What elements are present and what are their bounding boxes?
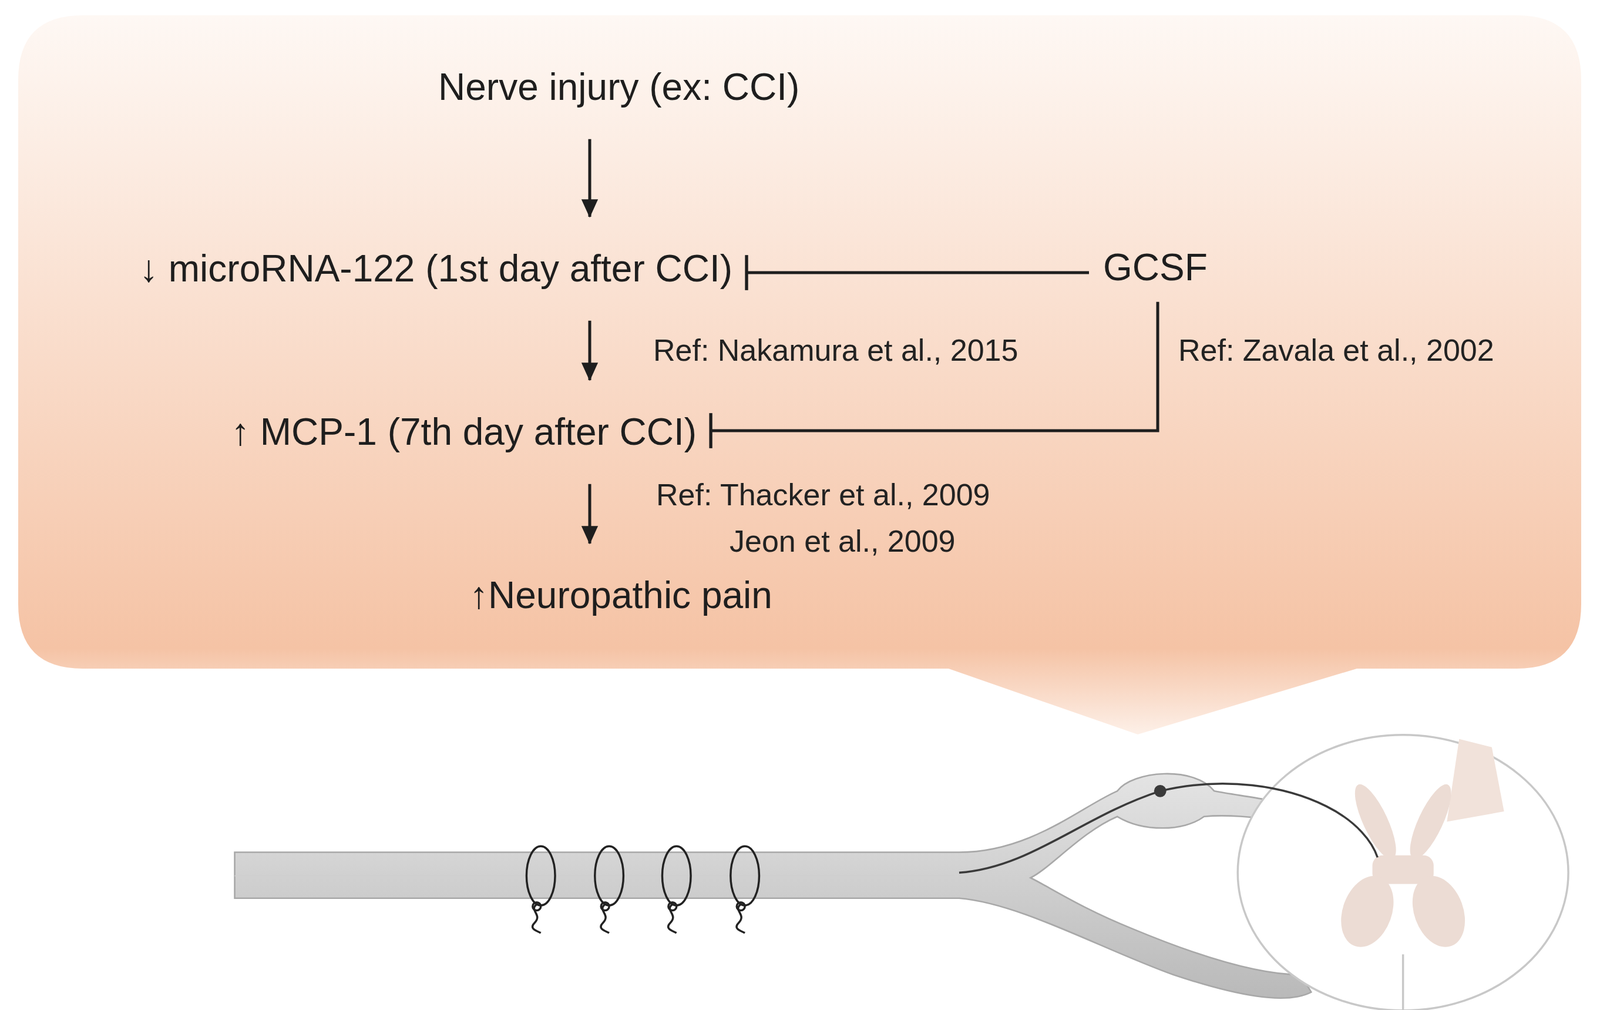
pathway-step: ↑ MCP-1 (7th day after CCI): [216, 397, 711, 467]
node-text: GCSF: [1103, 246, 1208, 289]
ligatures: [526, 845, 759, 933]
neuron-soma: [1154, 784, 1167, 798]
node-text: ↓ microRNA-122 (1st day after CCI): [139, 247, 733, 290]
agent-node: GCSF: [1088, 233, 1222, 302]
dorsal-column-region: [1446, 738, 1504, 822]
spinal-cord: [1237, 734, 1569, 1010]
reference-label: Ref: Thacker et al., 2009: [656, 476, 990, 513]
arrow-connector: [588, 320, 592, 381]
callout-shape: [18, 15, 1582, 735]
pathway-step: Nerve injury (ex: CCI): [424, 52, 814, 122]
arrow-connector: [588, 483, 592, 544]
pathway-step: ↓ microRNA-122 (1st day after CCI): [125, 234, 747, 304]
arrow-connector: [588, 139, 592, 217]
pathway-step: ↑Neuropathic pain: [455, 560, 787, 630]
node-text: Nerve injury (ex: CCI): [438, 65, 800, 109]
ventral-fissure: [1402, 953, 1404, 1010]
gray-matter: [1331, 779, 1475, 955]
sensory-neuron: [959, 783, 1378, 873]
reference-label: Ref: Zavala et al., 2002: [1178, 331, 1495, 369]
node-text: ↑ MCP-1 (7th day after CCI): [230, 410, 697, 453]
reference-label: Ref: Nakamura et al., 2015: [653, 331, 1018, 369]
reference-label: Jeon et al., 2009: [729, 522, 956, 560]
sciatic-nerve: [234, 773, 1312, 998]
inhibition-line: [746, 271, 1089, 275]
node-text: ↑Neuropathic pain: [469, 573, 773, 617]
